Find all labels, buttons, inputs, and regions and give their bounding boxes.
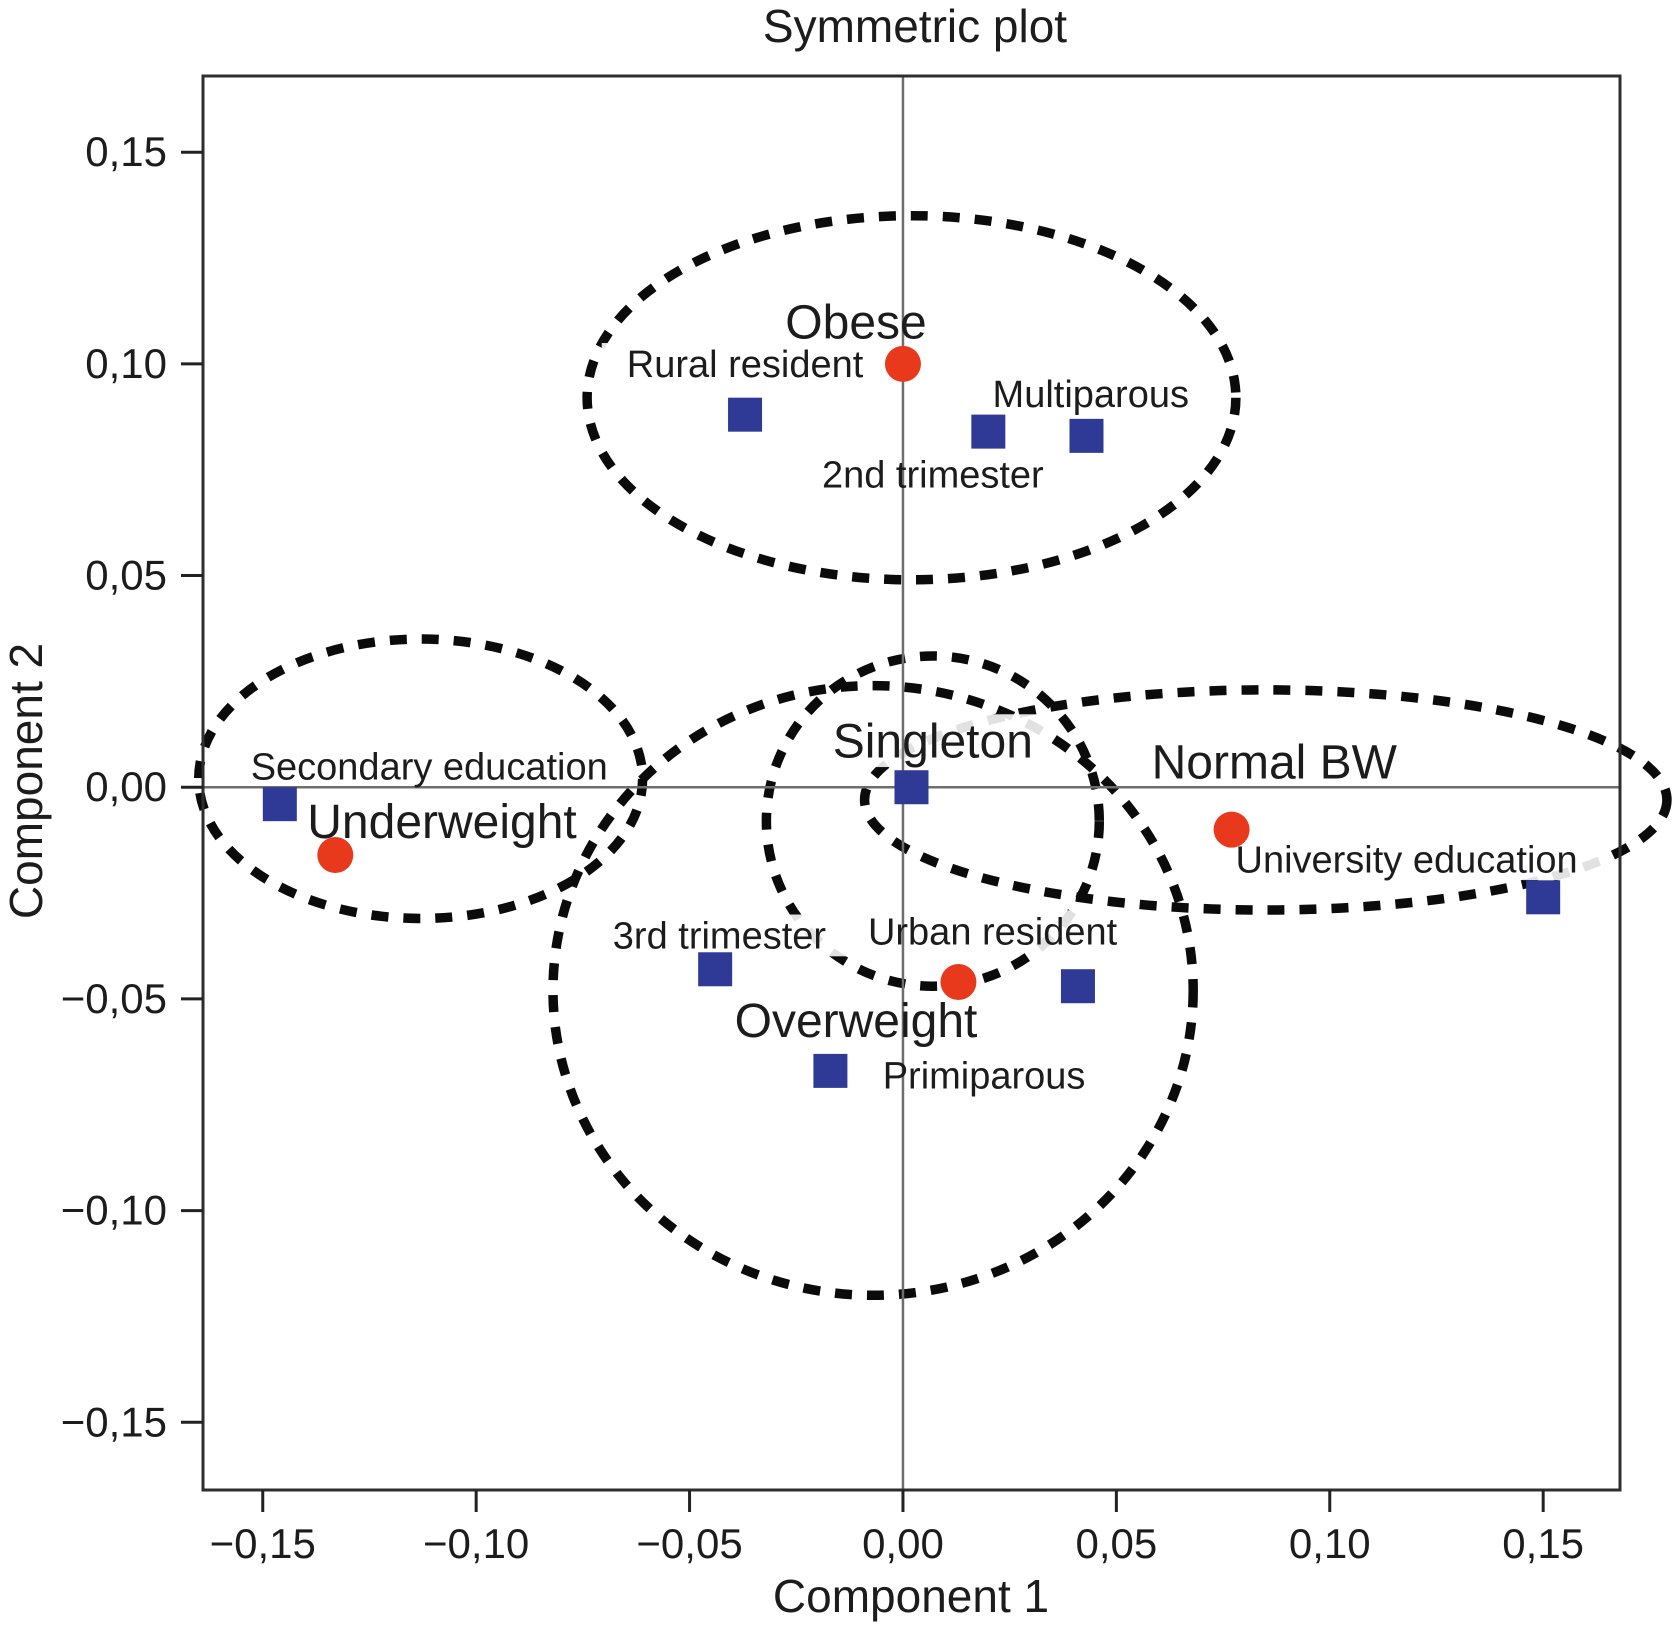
- plot-border: [201, 74, 1622, 1492]
- y-tick-label: −0,10: [61, 1187, 167, 1234]
- label-bg-urban-resident: [849, 910, 1136, 953]
- point-label-multiparous: Multiparous: [993, 374, 1189, 416]
- data-point-normal-bw: [1213, 811, 1250, 848]
- point-label-2nd-trimester: 2nd trimester: [822, 454, 1044, 496]
- data-point-urban-resident: [1060, 969, 1095, 1004]
- data-point-2nd-trimester: [971, 414, 1006, 449]
- data-point-3rd-trimester: [698, 952, 733, 987]
- cluster-ellipse-normal-bw-cluster: [859, 685, 1672, 915]
- data-markers: [262, 345, 1561, 1088]
- label-bg-secondary-education: [236, 745, 622, 787]
- point-label-obese: Obese: [785, 296, 926, 349]
- label-bg-rural-resident: [601, 342, 889, 385]
- x-tick-label: −0,10: [423, 1520, 529, 1567]
- point-label-underweight: Underweight: [307, 796, 576, 849]
- x-tick-label: −0,05: [636, 1520, 742, 1567]
- x-tick-label: 0,00: [862, 1520, 944, 1567]
- cluster-ellipse-obese-cluster: [582, 210, 1241, 585]
- label-backgrounds: [236, 295, 1610, 1097]
- data-point-secondary-education: [262, 787, 297, 822]
- data-point-obese: [884, 345, 921, 382]
- point-label-primiparous: Primiparous: [883, 1055, 1086, 1097]
- data-point-singleton: [894, 770, 929, 805]
- label-bg-singleton: [815, 714, 1051, 768]
- point-label-rural-resident: Rural resident: [627, 344, 864, 386]
- y-axis-title: Component 2: [0, 643, 52, 919]
- data-point-underweight: [317, 836, 354, 873]
- y-tick-label: −0,05: [61, 975, 167, 1022]
- point-label-secondary-education: Secondary education: [251, 746, 608, 788]
- label-bg-university-education: [1203, 838, 1610, 881]
- cluster-ellipse-overweight-cluster: [548, 680, 1198, 1301]
- label-bg-3rd-trimester: [585, 914, 853, 957]
- cluster-ellipses: [193, 210, 1672, 1301]
- label-bg-normal-bw: [1156, 735, 1392, 789]
- label-bg-multiparous: [977, 372, 1205, 415]
- label-bg-obese: [788, 295, 924, 348]
- data-point-university-education: [1526, 880, 1561, 915]
- point-label-urban-resident: Urban resident: [868, 911, 1118, 953]
- x-tick-label: −0,15: [210, 1520, 316, 1567]
- label-bg-overweight: [726, 993, 986, 1047]
- label-bg-primiparous: [870, 1054, 1098, 1097]
- cluster-ellipse-singleton-cluster: [761, 651, 1105, 991]
- label-bg-underweight: [299, 794, 585, 848]
- chart-title: Symmetric plot: [763, 0, 1067, 52]
- x-tick-label: 0,05: [1075, 1520, 1157, 1567]
- point-label-university-education: University education: [1236, 840, 1578, 882]
- label-bg-2nd-trimester: [799, 453, 1067, 495]
- y-tick-label: 0,10: [85, 340, 167, 387]
- x-axis-title: Component 1: [773, 1570, 1049, 1622]
- y-tick-label: 0,15: [85, 128, 167, 175]
- data-point-rural-resident: [728, 397, 763, 432]
- x-tick-label: 0,15: [1502, 1520, 1584, 1567]
- y-tick-label: 0,05: [85, 552, 167, 599]
- point-label-overweight: Overweight: [735, 995, 978, 1048]
- point-label-3rd-trimester: 3rd trimester: [613, 916, 827, 958]
- data-point-primiparous: [813, 1053, 848, 1088]
- x-tick-label: 0,10: [1289, 1520, 1371, 1567]
- data-point-multiparous: [1069, 418, 1104, 453]
- point-label-normal-bw: Normal BW: [1152, 737, 1398, 790]
- y-tick-label: −0,15: [61, 1398, 167, 1445]
- y-tick-label: 0,00: [85, 763, 167, 810]
- point-label-singleton: Singleton: [833, 715, 1033, 768]
- data-point-overweight: [940, 963, 977, 1000]
- axes-frame: −0,15 −0,10 −0,05 0,00 0,05 0,10 0,15 −0,15 −0,1…: [61, 74, 1622, 1567]
